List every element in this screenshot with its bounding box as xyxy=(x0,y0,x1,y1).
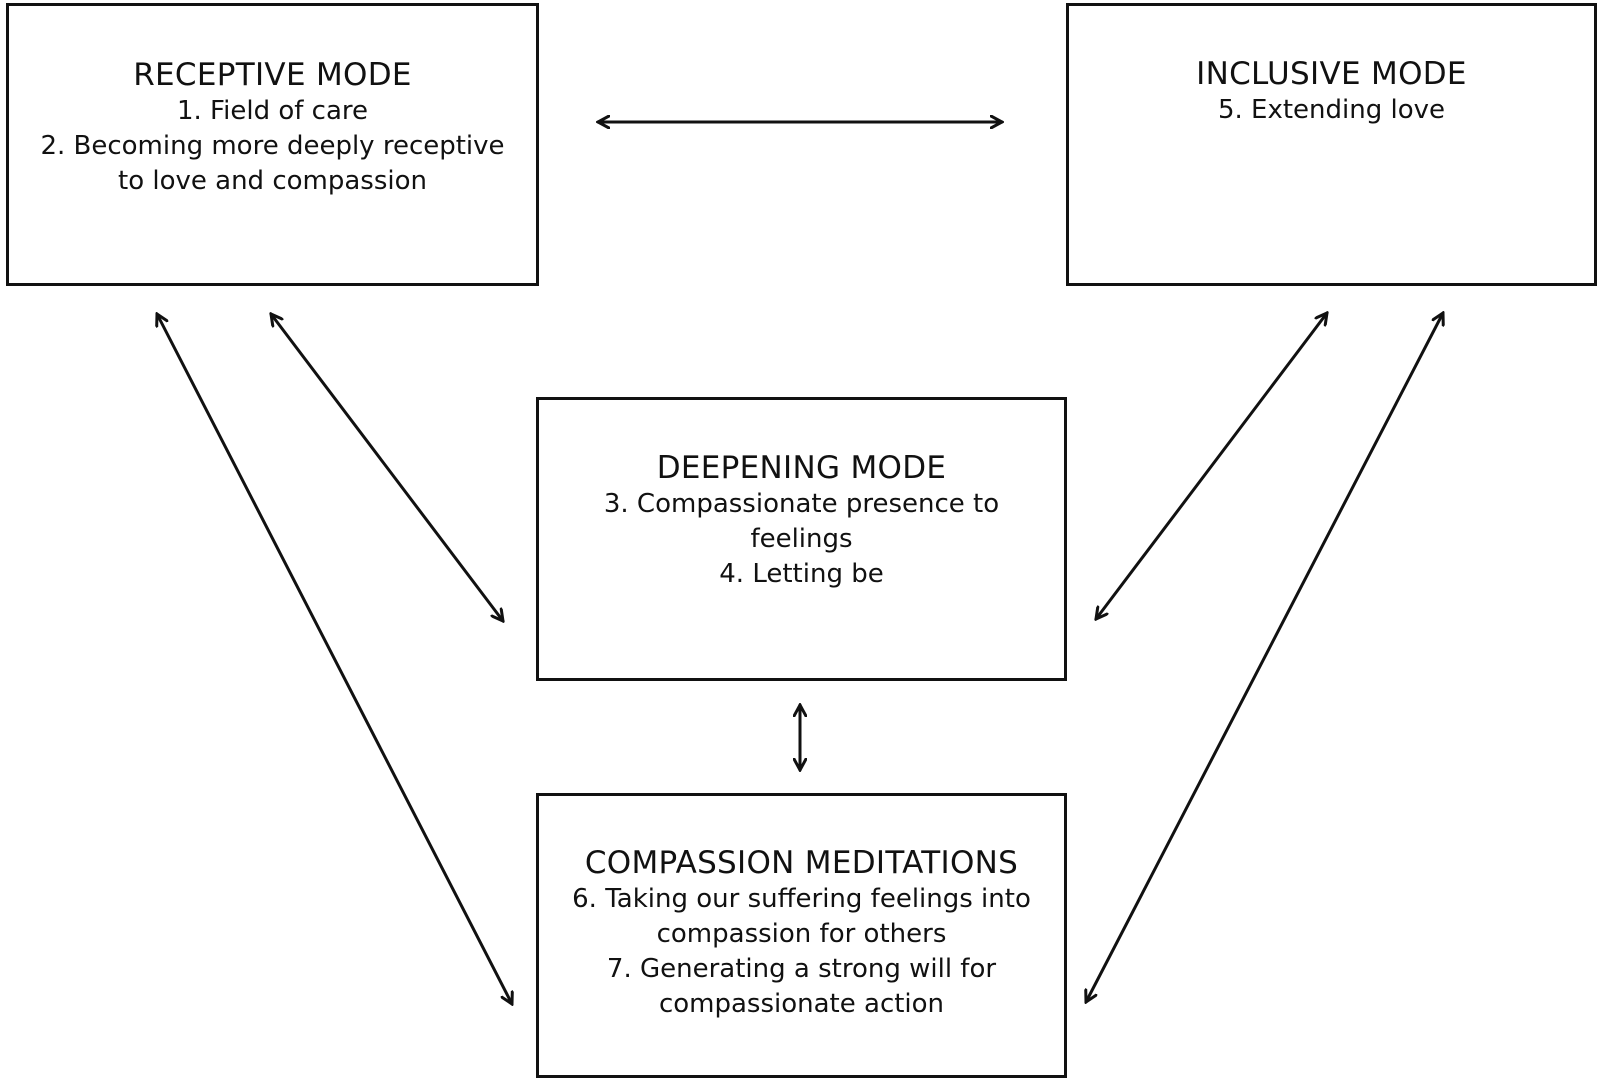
receptive-mode-title: RECEPTIVE MODE xyxy=(133,57,412,93)
deepening-mode-item-3: 3. Compassionate presence to xyxy=(603,489,1000,519)
deepening-mode-box: DEEPENING MODE 3. Compassionate presence… xyxy=(536,397,1067,681)
inclusive-mode-box: INCLUSIVE MODE 5. Extending love xyxy=(1066,3,1597,286)
compassion-meditations-box: COMPASSION MEDITATIONS 6. Taking our suf… xyxy=(536,793,1067,1078)
compassion-meditations-item-6-cont: compassion for others xyxy=(656,919,947,949)
compassion-meditations-item-7: 7. Generating a strong will for xyxy=(606,954,997,984)
inclusive-mode-title: INCLUSIVE MODE xyxy=(1196,56,1467,92)
arrow-inclusive-compassion xyxy=(1086,313,1443,1002)
compassion-meditations-item-7-cont: compassionate action xyxy=(658,989,945,1019)
inclusive-mode-item-5: 5. Extending love xyxy=(1217,95,1446,125)
deepening-mode-title: DEEPENING MODE xyxy=(656,450,947,486)
compassion-meditations-title: COMPASSION MEDITATIONS xyxy=(584,845,1019,881)
deepening-mode-item-4: 4. Letting be xyxy=(719,559,884,589)
arrow-receptive-deepening xyxy=(271,314,503,621)
receptive-mode-item-2-cont: to love and compassion xyxy=(118,166,427,196)
receptive-mode-box: RECEPTIVE MODE 1. Field of care 2. Becom… xyxy=(6,3,539,286)
arrow-receptive-compassion xyxy=(157,314,512,1004)
deepening-mode-item-3-cont: feelings xyxy=(750,524,853,554)
receptive-mode-item-1: 1. Field of care xyxy=(176,96,368,126)
compassion-meditations-item-6: 6. Taking our suffering feelings into xyxy=(572,884,1031,914)
arrow-inclusive-deepening xyxy=(1096,313,1327,619)
receptive-mode-item-2: 2. Becoming more deeply receptive xyxy=(40,131,505,161)
